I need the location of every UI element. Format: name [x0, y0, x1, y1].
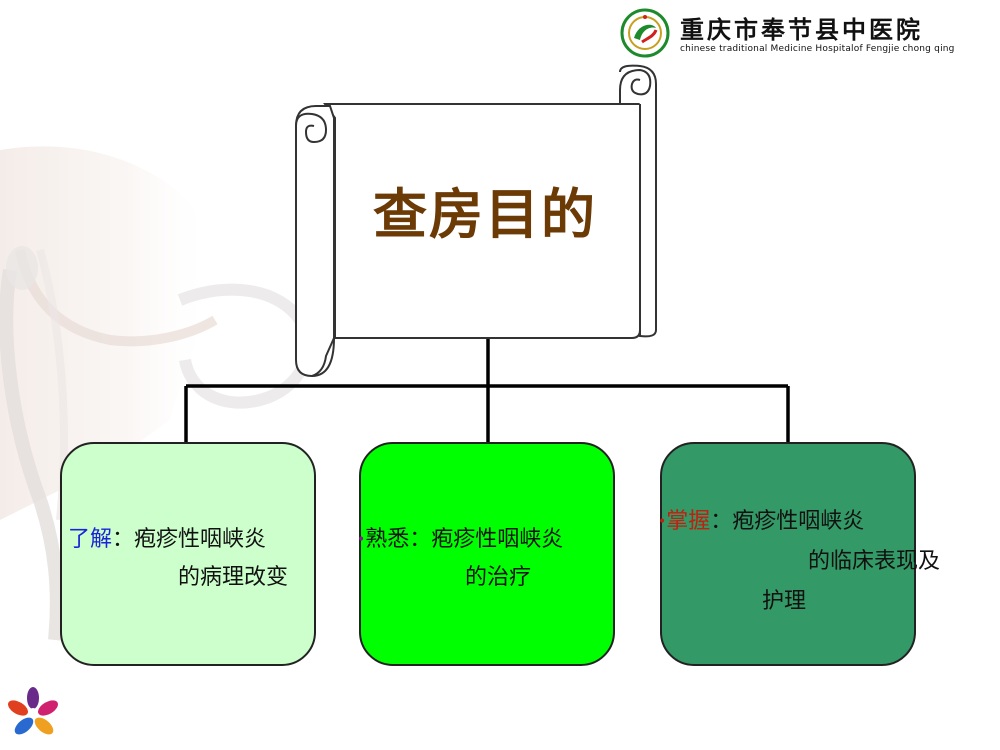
connector-lines — [184, 338, 790, 442]
box3-separator: ： — [710, 509, 733, 534]
box2-separator: ： — [409, 527, 432, 552]
box3-line1-rest: 疱疹性咽峡炎 — [732, 509, 865, 534]
box2-line1-rest: 疱疹性咽峡炎 — [431, 527, 564, 552]
box3-keyword: 掌握 — [666, 509, 711, 534]
box3-line2: 的临床表现及 — [808, 549, 941, 574]
box1-separator: ： — [112, 527, 135, 552]
box2-keyword: 熟悉 — [365, 527, 410, 552]
box3-bullet: • — [658, 514, 667, 530]
box1-line1: 了解：疱疹性咽峡炎 — [68, 520, 266, 560]
hospital-logo: 重庆市奉节县中医院 chinese traditional Medicine H… — [612, 4, 998, 62]
objective-box-understand: 了解：疱疹性咽峡炎 的病理改变 — [60, 442, 316, 666]
scroll-title: 查房目的 — [373, 183, 597, 246]
flower-logo-icon — [8, 687, 58, 735]
objective-box-familiar: •熟悉：疱疹性咽峡炎 的治疗 — [357, 442, 615, 666]
box2-line2: 的治疗 — [465, 565, 532, 590]
box1-line2: 的病理改变 — [178, 565, 289, 590]
box1-keyword: 了解 — [68, 527, 113, 552]
hospital-name: 重庆市奉节县中医院 — [680, 16, 923, 44]
box2-bullet: • — [357, 532, 366, 548]
box1-line1-rest: 疱疹性咽峡炎 — [134, 527, 267, 552]
box3-line1: •掌握：疱疹性咽峡炎 — [658, 502, 864, 542]
hospital-emblem-icon — [620, 8, 670, 58]
box3-line3: 护理 — [762, 589, 807, 614]
hospital-subtitle: chinese traditional Medicine Hospitalof … — [680, 44, 955, 54]
scroll-banner — [295, 64, 657, 378]
objective-box-master: •掌握：疱疹性咽峡炎 的临床表现及 护理 — [658, 442, 940, 666]
box2-line1: •熟悉：疱疹性咽峡炎 — [357, 520, 563, 560]
